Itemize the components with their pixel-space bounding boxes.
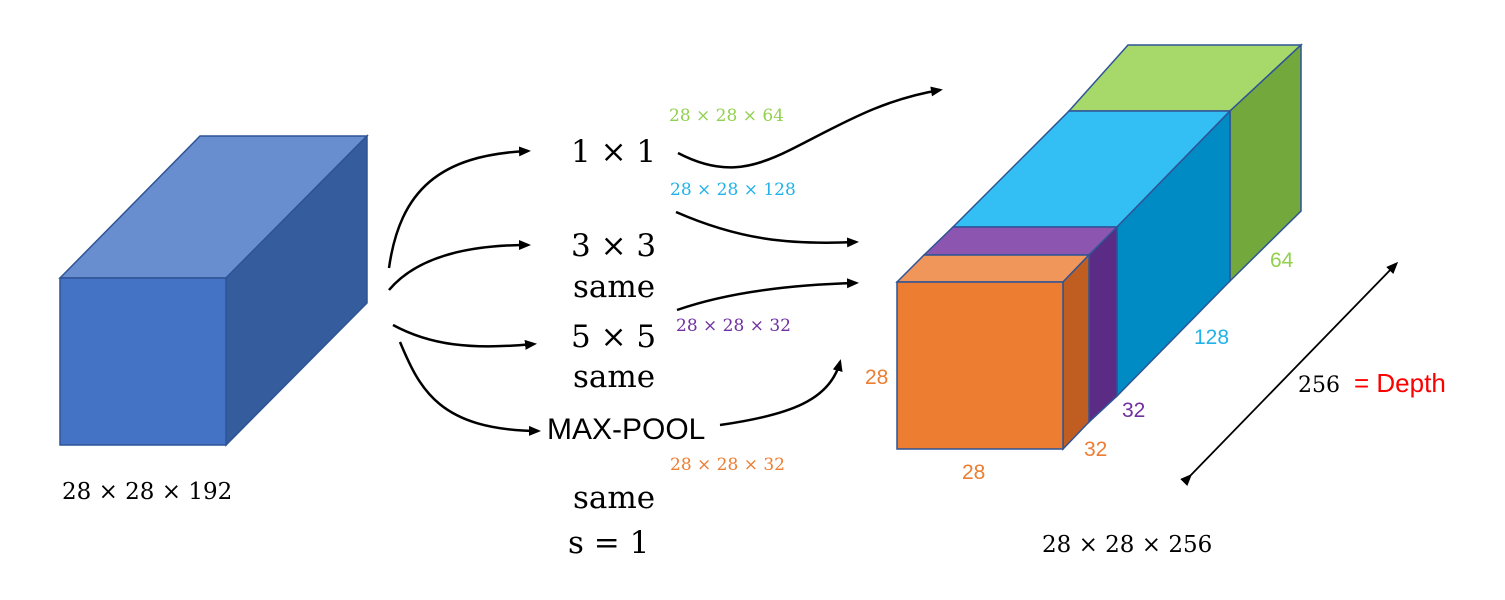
output-size-maxpool: 28 × 28 × 32: [670, 455, 785, 475]
depth-green-label: 64: [1270, 249, 1294, 272]
op-3x3-padding: same: [573, 269, 655, 305]
output-volume: [895, 43, 1303, 451]
arrow-1x1-to-output: [677, 86, 943, 169]
output-size-1x1: 28 × 28 × 64: [669, 106, 784, 126]
op-maxpool-padding: same: [573, 480, 655, 516]
arrow-to-1x1: [387, 146, 531, 269]
op-5x5: 5 × 5: [571, 319, 656, 355]
concat-arrows: [675, 86, 943, 427]
slab-orange-front: [896, 281, 1064, 450]
op-1x1: 1 × 1: [571, 134, 656, 170]
depth-purple-label: 32: [1122, 399, 1145, 422]
arrow-3x3-to-output: [675, 210, 859, 248]
arrow-maxpool-to-output: [719, 359, 843, 427]
slab-purple-top: [922, 226, 1119, 256]
input-dims-label: 28 × 28 × 192: [62, 479, 232, 505]
depth-cyan-label: 128: [1194, 326, 1229, 349]
output-dims-label: 28 × 28 × 256: [1042, 532, 1212, 558]
arrow-5x5-to-output: [676, 278, 859, 312]
output-height-label: 28: [865, 366, 888, 389]
depth-word-label: = Depth: [1354, 368, 1446, 398]
input-volume-front: [59, 277, 227, 446]
op-maxpool-stride: s = 1: [568, 525, 649, 561]
depth-orange-label: 32: [1084, 438, 1107, 461]
arrow-to-3x3: [388, 240, 531, 291]
op-5x5-padding: same: [573, 359, 655, 395]
output-size-5x5: 28 × 28 × 32: [676, 316, 791, 336]
slab-purple-side: [1088, 225, 1118, 424]
output-width-label: 28: [962, 461, 985, 484]
depth-double-arrow: [1180, 261, 1399, 486]
slab-orange-side: [1062, 253, 1090, 451]
output-size-3x3: 28 × 28 × 128: [670, 180, 796, 200]
input-volume: [58, 134, 369, 447]
total-depth-value: 256: [1298, 373, 1340, 398]
arrow-to-5x5: [392, 323, 537, 350]
arrow-to-maxpool: [398, 341, 541, 436]
slab-orange-top: [895, 254, 1091, 283]
branch-arrows: [387, 146, 541, 436]
op-3x3: 3 × 3: [571, 228, 656, 264]
op-maxpool: MAX-POOL: [547, 413, 705, 446]
